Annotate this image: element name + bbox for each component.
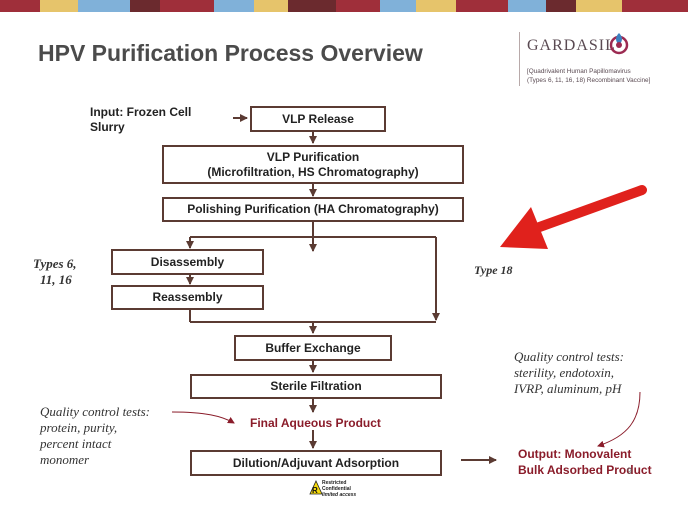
logo-divider <box>519 32 520 86</box>
output-label: Output: Monovalent Bulk Adsorbed Product <box>518 447 652 477</box>
qc-left-note: Quality control tests: protein, purity, … <box>40 404 151 467</box>
logo-subtitle: [Quadrivalent Human Papillomavirus (Type… <box>527 68 651 84</box>
buffer-exchange-box: Buffer Exchange <box>234 335 392 361</box>
final-aqueous-product: Final Aqueous Product <box>250 416 381 430</box>
page-number: 9 <box>627 466 633 476</box>
logo-swirl-icon <box>609 33 629 55</box>
restricted-label: Restricted Confidential limited access <box>322 480 357 498</box>
reassembly-box: Reassembly <box>111 285 264 310</box>
red-pointer-arrow-icon <box>500 185 647 249</box>
types-label: Types 6, 11, 16 <box>33 256 77 287</box>
input-label: Input: Frozen Cell Slurry <box>90 105 192 134</box>
type18-label: Type 18 <box>474 263 513 277</box>
vlp-purification-box: VLP Purification (Microfiltration, HS Ch… <box>162 145 464 184</box>
gardasil-logo: GARDASIL [Quadrivalent Human Papillomavi… <box>519 28 664 90</box>
qc-right-note: Quality control tests: sterility, endoto… <box>514 349 625 396</box>
disassembly-box: Disassembly <box>111 249 264 275</box>
vlp-release-box: VLP Release <box>250 106 386 132</box>
restricted-letter: R <box>312 486 318 495</box>
header-color-stripe <box>0 0 688 12</box>
polishing-purification-box: Polishing Purification (HA Chromatograph… <box>162 197 464 222</box>
page-title: HPV Purification Process Overview <box>38 40 423 66</box>
restricted-warning-icon <box>309 480 323 495</box>
sterile-filtration-box: Sterile Filtration <box>190 374 442 399</box>
logo-name: GARDASIL <box>527 37 616 54</box>
dilution-adjuvant-box: Dilution/Adjuvant Adsorption <box>190 450 442 476</box>
